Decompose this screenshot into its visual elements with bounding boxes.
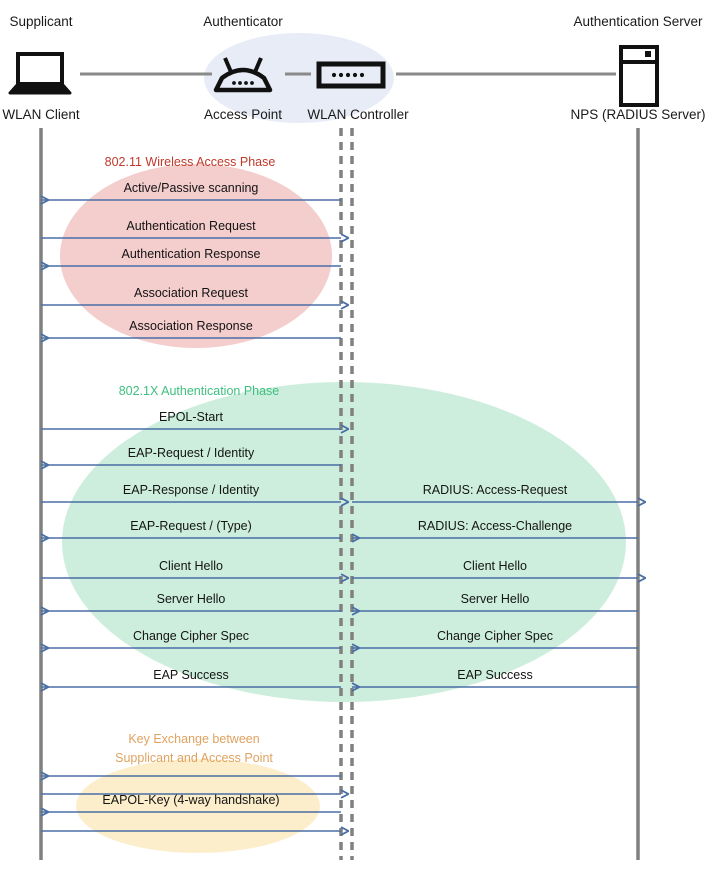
message-label-left-12: EAP Success bbox=[153, 668, 229, 682]
message-label-left-11: Change Cipher Spec bbox=[132, 629, 250, 643]
phase-label-wireless-access: 802.11 Wireless Access Phase bbox=[104, 155, 276, 169]
message-label-left-15: EAPOL-Key (4-way handshake) bbox=[102, 793, 280, 807]
laptop-icon bbox=[8, 52, 72, 95]
message-label-left-4: Association Response bbox=[129, 319, 253, 333]
phase-label-line2: Supplicant and Access Point bbox=[115, 751, 273, 765]
message-label-right-1: RADIUS: Access-Challenge bbox=[417, 519, 573, 533]
message-label-left-6: EAP-Request / Identity bbox=[127, 446, 255, 460]
message-label-right-3: Server Hello bbox=[460, 592, 530, 606]
message-label-left-1: Authentication Request bbox=[126, 219, 256, 233]
server-icon bbox=[619, 45, 659, 107]
actor-role-1: Authenticator bbox=[203, 14, 283, 29]
message-label-left-8: EAP-Request / (Type) bbox=[130, 519, 252, 533]
message-label-left-7: EAP-Response / Identity bbox=[122, 483, 260, 497]
actor-device-0: WLAN Client bbox=[2, 107, 80, 122]
message-label-left-9: Client Hello bbox=[159, 559, 223, 573]
message-arrows-right bbox=[352, 502, 638, 687]
message-label-left-2: Authentication Response bbox=[121, 247, 261, 261]
message-arrows-left bbox=[41, 200, 341, 831]
phase-label-line1: Key Exchange between bbox=[128, 732, 260, 746]
message-label-right-2: Client Hello bbox=[463, 559, 527, 573]
message-label-left-10: Server Hello bbox=[156, 592, 226, 606]
wlan-controller-icon bbox=[316, 61, 386, 89]
phase-label-dot1x-auth: 802.1X Authentication Phase bbox=[118, 384, 280, 398]
message-label-left-5: EPOL-Start bbox=[159, 410, 223, 424]
message-label-right-0: RADIUS: Access-Request bbox=[422, 483, 568, 497]
phase-ellipse-group bbox=[60, 164, 626, 853]
access-point-icon bbox=[213, 57, 273, 93]
message-label-right-5: EAP Success bbox=[457, 668, 533, 682]
actor-role-0: Supplicant bbox=[9, 14, 73, 29]
phase-ellipse-key-exchange bbox=[76, 759, 320, 853]
message-label-left-3: Association Request bbox=[134, 286, 248, 300]
phase-ellipse-dot1x-auth bbox=[62, 382, 626, 702]
actor-device-1: Access Point bbox=[203, 107, 283, 122]
authenticator-group-ellipse bbox=[204, 33, 394, 123]
actor-device-3: NPS (RADIUS Server) bbox=[570, 107, 706, 122]
message-label-right-4: Change Cipher Spec bbox=[436, 629, 554, 643]
message-label-left-0: Active/Passive scanning bbox=[123, 181, 259, 195]
actor-role-3: Authentication Server bbox=[573, 14, 703, 29]
actor-device-2: WLAN Controller bbox=[307, 107, 409, 122]
phase-ellipse-wireless-access bbox=[60, 164, 332, 348]
